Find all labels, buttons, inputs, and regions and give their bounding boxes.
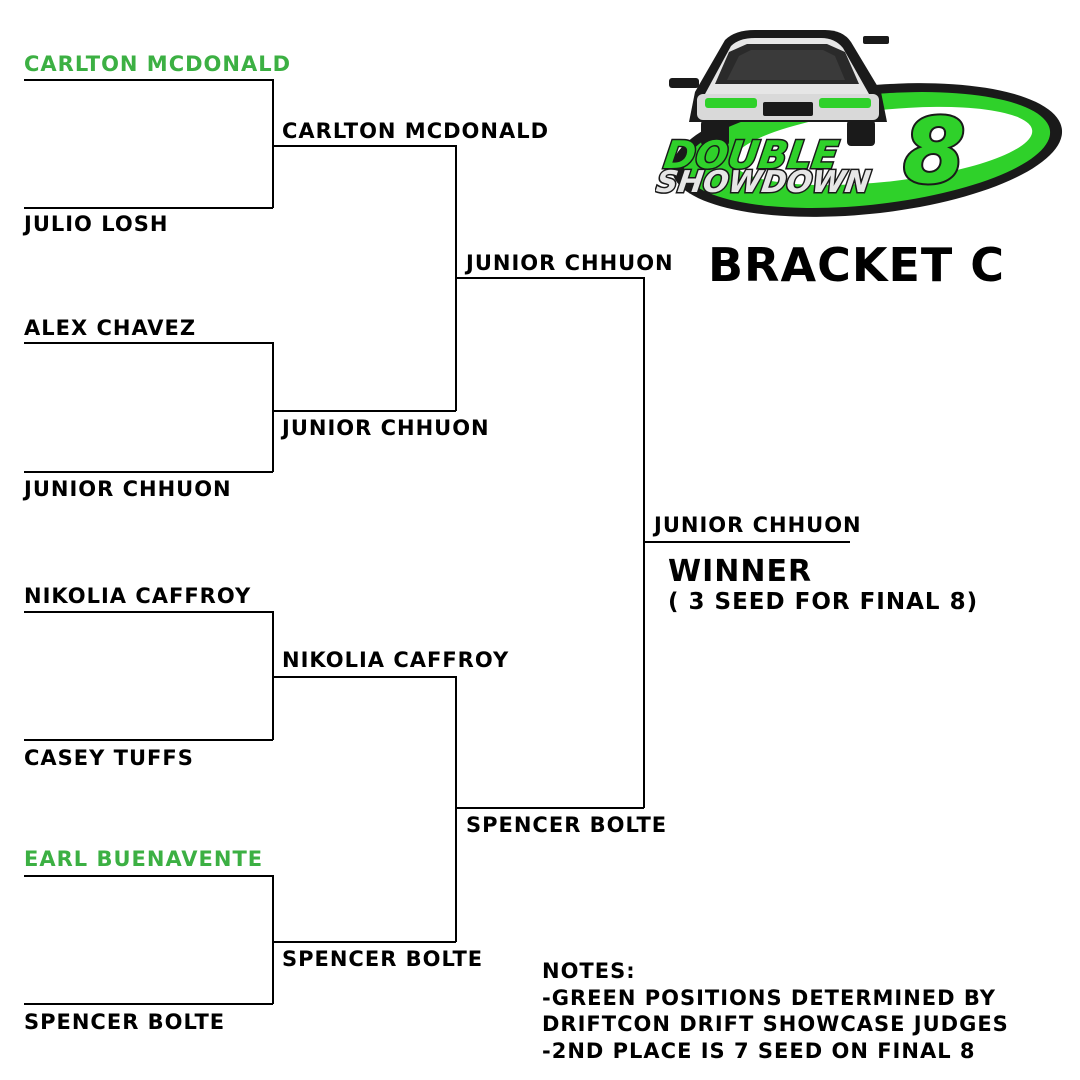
r1-connector-3 — [272, 611, 274, 740]
final-line — [644, 541, 850, 543]
notes-line-2: DRIFTCON DRIFT SHOWCASE JUDGES — [542, 1012, 1009, 1036]
double-8-showdown-logo: DOUBLE SHOWDOWN 8 — [655, 30, 1063, 217]
r2-name-1: CARLTON MCDONALD — [282, 119, 550, 143]
r2-name-4: SPENCER BOLTE — [282, 947, 484, 971]
r2-name-2: JUNIOR CHHUON — [282, 416, 490, 440]
r1-connector-2 — [272, 342, 274, 472]
r1-line-2 — [24, 207, 273, 209]
r1-line-7 — [24, 875, 273, 877]
car-icon — [669, 30, 889, 146]
r1-line-5 — [24, 611, 273, 613]
r3-line-2 — [456, 807, 644, 809]
r2-connector-1 — [455, 145, 457, 411]
r1-line-3 — [24, 342, 273, 344]
logo-text-double: DOUBLE — [661, 134, 841, 178]
r1-name-4: JUNIOR CHHUON — [24, 477, 232, 501]
r1-name-7: EARL BUENAVENTE — [24, 847, 264, 871]
r1-line-8 — [24, 1003, 273, 1005]
r2-line-1 — [273, 145, 456, 147]
r1-name-1: CARLTON MCDONALD — [24, 52, 292, 76]
r1-line-1 — [24, 79, 273, 81]
notes-line-1: -GREEN POSITIONS DETERMINED BY — [542, 985, 996, 1010]
winner-title: WINNER — [668, 554, 813, 589]
r3-name-1: JUNIOR CHHUON — [466, 251, 674, 275]
notes-heading: NOTES: — [542, 959, 636, 983]
r2-name-3: NIKOLIA CAFFROY — [282, 648, 510, 672]
notes: NOTES: -GREEN POSITIONS DETERMINED BY DR… — [542, 958, 1009, 1064]
r3-line-1 — [456, 277, 644, 279]
logo-text-showdown: SHOWDOWN — [655, 165, 873, 200]
r1-name-5: NIKOLIA CAFFROY — [24, 584, 252, 608]
r1-name-2: JULIO LOSH — [24, 212, 169, 236]
bracket-title: BRACKET C — [708, 238, 1006, 292]
r1-name-3: ALEX CHAVEZ — [24, 316, 197, 340]
r2-line-3 — [273, 676, 456, 678]
r1-connector-1 — [272, 79, 274, 208]
winner-subtitle: ( 3 SEED FOR FINAL 8) — [668, 589, 979, 615]
final-name: JUNIOR CHHUON — [654, 513, 862, 537]
r1-name-6: CASEY TUFFS — [24, 746, 194, 770]
logo-text-number: 8 — [903, 99, 966, 204]
r1-line-4 — [24, 471, 273, 473]
r2-line-4 — [273, 941, 456, 943]
r1-name-8: SPENCER BOLTE — [24, 1010, 226, 1034]
r1-line-6 — [24, 739, 273, 741]
r1-connector-4 — [272, 875, 274, 1004]
r2-connector-2 — [455, 676, 457, 942]
r3-connector — [643, 277, 645, 808]
notes-line-3: -2ND PLACE IS 7 SEED ON FINAL 8 — [542, 1038, 976, 1063]
r3-name-2: SPENCER BOLTE — [466, 813, 668, 837]
r2-line-2 — [273, 410, 456, 412]
